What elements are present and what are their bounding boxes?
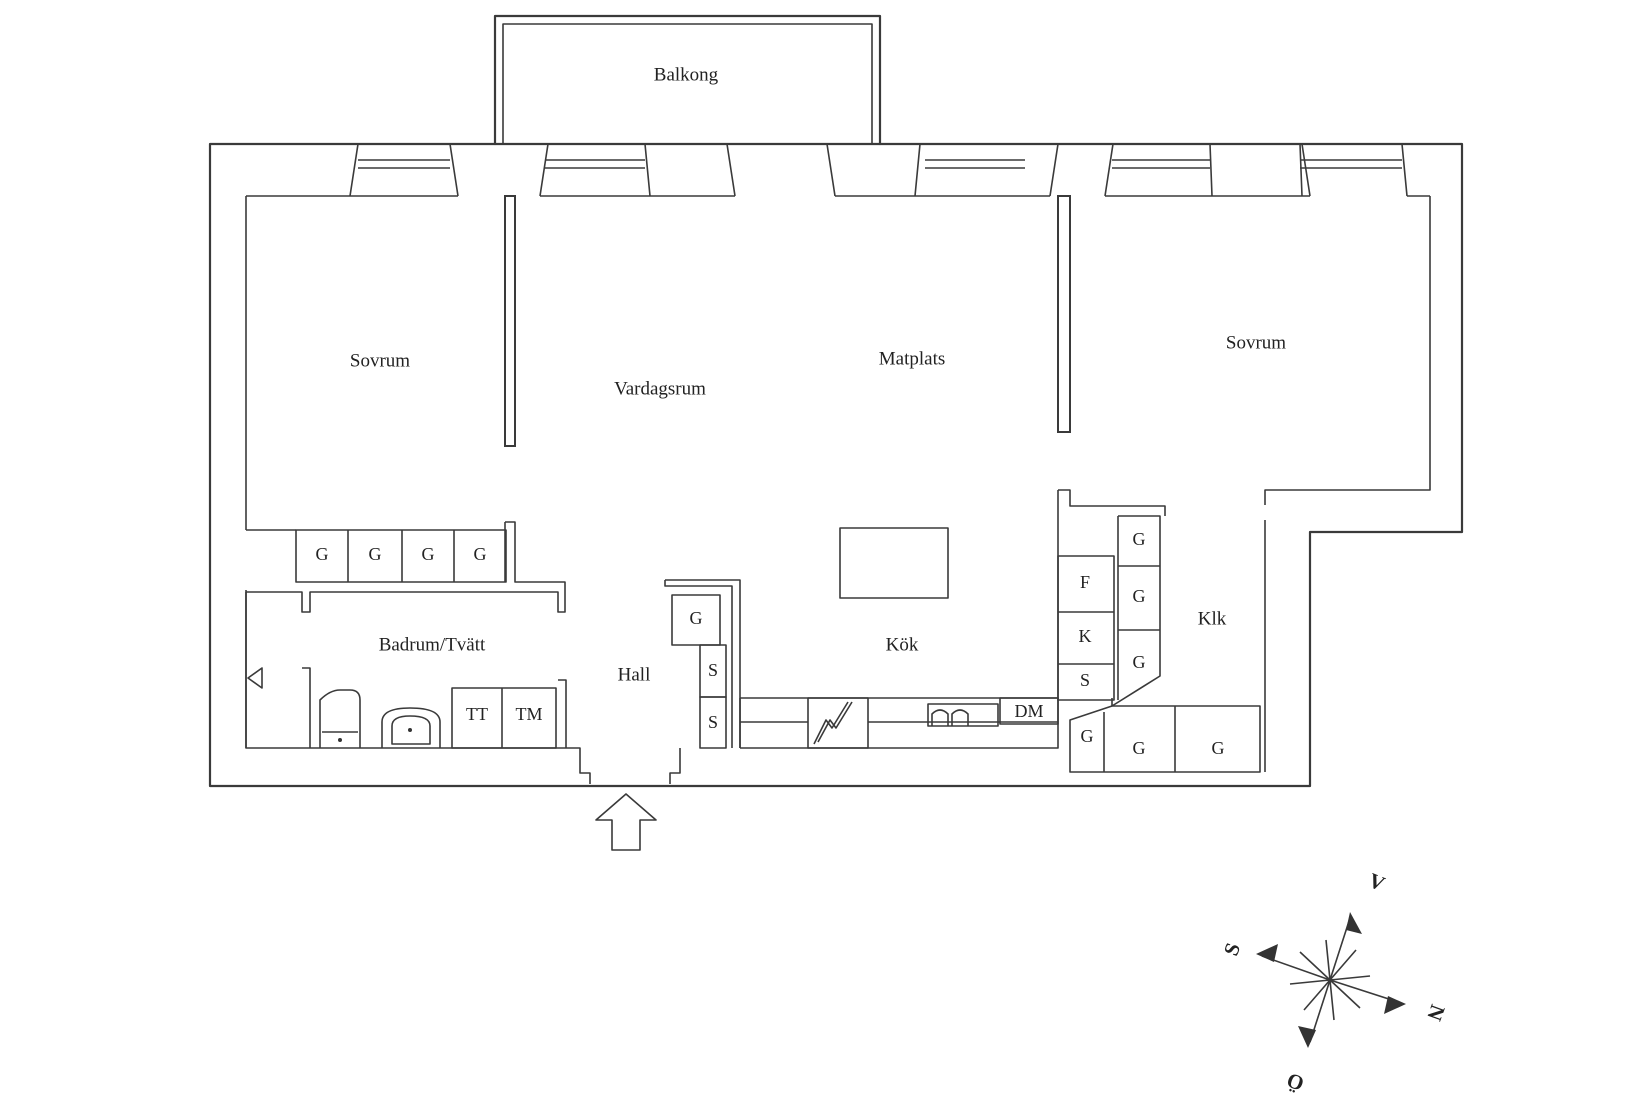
windows bbox=[349, 143, 1408, 197]
wardrobe-label: G bbox=[1133, 738, 1146, 758]
compass-north-label: N bbox=[1422, 1002, 1450, 1024]
appliance-column: F K S bbox=[1057, 555, 1115, 701]
room-labels: Sovrum Vardagsrum Matplats Sovrum Badrum… bbox=[350, 332, 1286, 685]
compass-east-label: Ö bbox=[1283, 1068, 1307, 1096]
room-label-bath: Badrum/Tvätt bbox=[379, 634, 486, 655]
room-label-bedroom-left: Sovrum bbox=[350, 350, 410, 371]
bathroom-fixtures: TT TM bbox=[247, 667, 557, 749]
washbasin-icon bbox=[381, 707, 441, 748]
kitchen-counter: DM bbox=[739, 697, 1059, 749]
wardrobe-label: G bbox=[422, 544, 435, 564]
room-label-living: Vardagsrum bbox=[614, 378, 706, 399]
washer-label: TM bbox=[516, 704, 543, 724]
compass-south-label: S bbox=[1219, 940, 1246, 959]
compass-rose-icon: V S N Ö bbox=[1219, 868, 1450, 1096]
dryer-label: TT bbox=[466, 704, 488, 724]
kitchen-sink-icon bbox=[927, 703, 999, 727]
kitchen-island bbox=[839, 527, 949, 599]
stove-icon bbox=[807, 697, 869, 749]
wardrobe-row-bedroom: G G G G bbox=[295, 529, 507, 583]
wardrobe-label: G bbox=[1133, 529, 1146, 549]
room-label-walkin: Klk bbox=[1198, 608, 1227, 629]
walkin-wardrobes: G G G G G G bbox=[1069, 515, 1261, 773]
fridge-label: F bbox=[1080, 572, 1090, 592]
floor-drain-icon bbox=[247, 667, 263, 689]
wardrobe-label: G bbox=[474, 544, 487, 564]
hall-closets: G S S bbox=[671, 594, 727, 749]
wardrobe-label: G bbox=[316, 544, 329, 564]
room-label-hall: Hall bbox=[618, 664, 651, 685]
room-label-balcony: Balkong bbox=[654, 64, 719, 85]
dishwasher-label: DM bbox=[1014, 701, 1043, 721]
wardrobe-label: G bbox=[1133, 652, 1146, 672]
wardrobe-label: G bbox=[1133, 586, 1146, 606]
closet-label: S bbox=[708, 660, 718, 680]
compass-west-label: V bbox=[1365, 868, 1388, 896]
freezer-label: K bbox=[1079, 626, 1092, 646]
closet-label: S bbox=[708, 712, 718, 732]
room-label-dining: Matplats bbox=[879, 348, 946, 369]
closet-label: S bbox=[1080, 670, 1090, 690]
room-label-kitchen: Kök bbox=[886, 634, 919, 655]
wardrobe-label: G bbox=[369, 544, 382, 564]
room-label-bedroom-right: Sovrum bbox=[1226, 332, 1286, 353]
wardrobe-label: G bbox=[1081, 726, 1094, 746]
toilet-icon bbox=[319, 689, 361, 748]
outer-wall bbox=[208, 142, 1464, 788]
entrance-arrow-icon bbox=[595, 793, 657, 851]
interior-walls bbox=[245, 195, 1166, 748]
balcony: Balkong bbox=[493, 14, 882, 146]
closet-label: G bbox=[690, 608, 703, 628]
wardrobe-label: G bbox=[1212, 738, 1225, 758]
